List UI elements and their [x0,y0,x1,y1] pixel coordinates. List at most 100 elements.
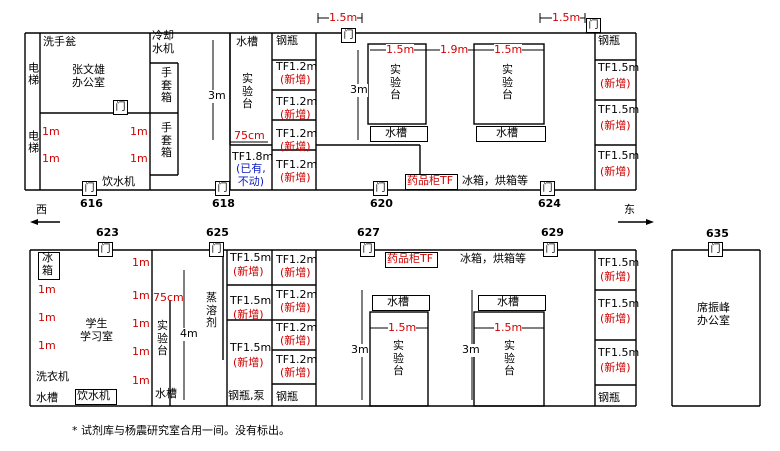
tf15-625-1: TF1.5m [230,251,272,264]
tf12-620-4: TF1.2m [276,158,318,171]
new-627-3: (新增) [280,334,311,347]
dim-1m-623-d: 1m [38,311,56,324]
cylinder-label-620: 钢瓶 [276,34,298,47]
dim-1m-b: 1m [130,125,148,138]
glovebox-label-2: 手 套 箱 [161,121,172,160]
dim-75cm-618: 75cm [234,129,265,142]
new-625-1: (新增) [233,265,264,278]
dim-1m-623-g: 1m [132,345,150,358]
cooler-label: 冷却 水机 [152,29,174,55]
new-624-2: (新增) [600,119,631,132]
tf15-629-3: TF1.5m [598,346,640,359]
tf18-note: (已有, 不动) [236,162,266,188]
fridge-label-bottom: 冰箱，烘箱等 [460,252,526,265]
sink-box-627 [372,295,430,311]
tf12-620-3: TF1.2m [276,127,318,140]
dim-1m-623-h: 1m [132,374,150,387]
dim-3m-620: 3m [350,83,368,97]
new-620-4: (新增) [280,171,311,184]
new-624-3: (新增) [600,165,631,178]
door-625[interactable]: 门 [209,242,224,257]
room-number-629: 629 [541,226,564,239]
tf18-label: TF1.8m [232,150,274,163]
glovebox-label-1: 手 套 箱 [161,66,172,105]
footnote: * 试剂库与杨震研究室合用一间。没有标出。 [72,424,290,437]
bench-label-624: 实 验 台 [502,63,513,102]
dispenser-label: 饮水机 [77,389,110,402]
new-627-1: (新增) [280,266,311,279]
tf15-629-1: TF1.5m [598,256,640,269]
dim-1m-c: 1m [42,152,60,165]
room-number-635: 635 [706,227,729,240]
room-number-616: 616 [80,197,103,210]
office-zhang-label: 张文雄 办公室 [72,63,105,89]
door-620[interactable]: 门 [373,181,388,196]
sink-box-624 [476,126,546,142]
sink-label-618: 水槽 [236,35,258,48]
tf15-625-2: TF1.5m [230,294,272,307]
door-top-620b[interactable]: 门 [341,28,356,43]
tf12-627-3: TF1.2m [276,321,318,334]
direction-west: 西 [36,203,47,216]
fridge-label-top: 冰箱，烘箱等 [462,174,528,187]
bench-label-625: 实 验 台 [157,319,168,358]
tf15-629-2: TF1.5m [598,297,640,310]
tf12-620-2: TF1.2m [276,95,318,108]
office-xi-label: 席振峰 办公室 [697,301,730,327]
new-620-1: (新增) [280,73,311,86]
dim-1-5m-bench-620: 1.5m [386,43,415,57]
new-629-1: (新增) [600,270,631,283]
new-625-3: (新增) [233,356,264,369]
dim-1m-623-c: 1m [132,289,150,302]
cylinder-label-629: 钢瓶 [598,391,620,404]
tf15-625-3: TF1.5m [230,341,272,354]
new-620-3: (新增) [280,140,311,153]
dim-1-5m-bench-624: 1.5m [494,43,523,57]
new-629-2: (新增) [600,312,631,325]
door-zhang-office[interactable]: 门 [113,100,128,115]
door-627[interactable]: 门 [360,242,375,257]
dim-1-9m: 1.9m [440,43,469,57]
elevator-label-2: 电梯 [26,130,40,154]
tf15-624-2: TF1.5m [598,103,640,116]
dim-1-5m-bench-629: 1.5m [494,321,523,335]
tf15-624-3: TF1.5m [598,149,640,162]
bench-label-629: 实 验 台 [504,339,515,378]
distill-label: 蒸 溶 剂 [206,291,217,330]
dim-1m-d: 1m [130,152,148,165]
sink-label-620: 水槽 [385,126,407,139]
door-623[interactable]: 门 [98,242,113,257]
sink-box-620 [370,126,428,142]
sink-label-623: 水槽 [36,391,58,404]
new-627-4: (新增) [280,366,311,379]
bench-label-627: 实 验 台 [393,339,404,378]
dim-1m-623-a: 1m [132,256,150,269]
dim-1-5m-top-right: 1.5m [552,11,581,25]
eyewash-label: 洗手瓮 [43,35,76,48]
new-620-2: (新增) [280,108,311,121]
room-number-624: 624 [538,197,561,210]
bench-label-620: 实 验 台 [390,63,401,102]
elevator-label-1: 电梯 [26,62,40,86]
room-number-625: 625 [206,226,229,239]
med-cabinet-box-top [405,174,458,190]
dispenser-box [75,389,117,405]
washer-label: 洗衣机 [36,370,69,383]
door-616[interactable]: 门 [82,181,97,196]
dim-1m-623-e: 1m [132,317,150,330]
door-635[interactable]: 门 [708,242,723,257]
dim-3m-629: 3m [462,343,480,357]
direction-east: 东 [624,203,635,216]
door-618[interactable]: 门 [215,181,230,196]
sink-box-629 [478,295,546,311]
med-cabinet-label-bottom: 药品柜TF [387,252,434,265]
tf12-627-1: TF1.2m [276,253,318,266]
student-room-label: 学生 学习室 [80,317,113,343]
door-629[interactable]: 门 [543,242,558,257]
door-624[interactable]: 门 [540,181,555,196]
ice-box [38,252,60,280]
tf12-620-1: TF1.2m [276,60,318,73]
dim-1m-623-f: 1m [38,339,56,352]
door-top-624b[interactable]: 门 [586,18,601,33]
